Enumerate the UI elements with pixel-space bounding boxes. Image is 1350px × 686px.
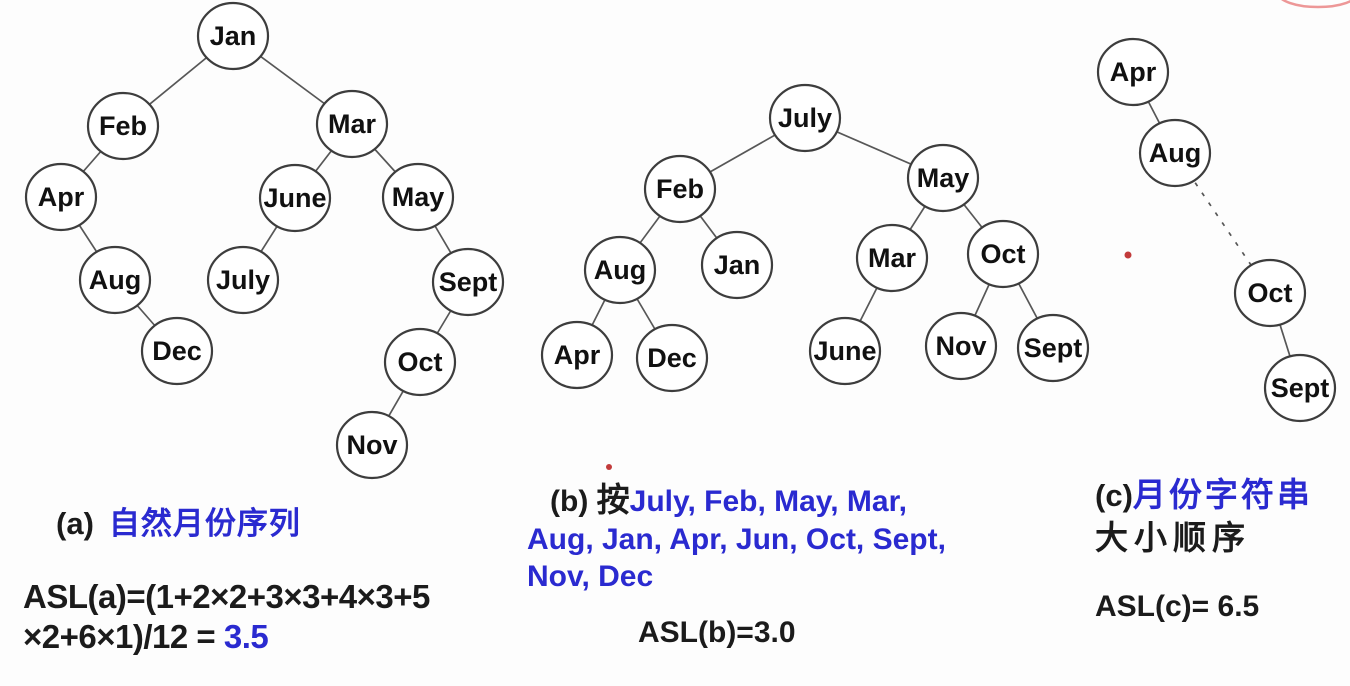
tree-a-node-july-label: July [216, 265, 270, 295]
red-dot-annotation-2 [1124, 251, 1132, 259]
formula-a-line2: ×2+6×1)/12 = [23, 618, 224, 655]
tree-a-node-apr-label: Apr [38, 182, 85, 212]
tree-a-node-oct [383, 327, 457, 397]
tree-c-node-sept-label: Sept [1271, 373, 1330, 403]
tree-b-node-jan [700, 230, 774, 300]
tree-a-node-oct-label: Oct [397, 347, 442, 377]
caption-a: (a) 自然月份序列 [56, 498, 301, 543]
tree-a-node-apr [24, 162, 98, 232]
tree-b-node-aug [583, 235, 657, 305]
caption-c: (c)月份字符串 大小顺序 [1095, 474, 1313, 559]
tree-a-node-nov [335, 410, 409, 480]
tree-b-node-aug-label: Aug [594, 255, 646, 285]
caption-a-title: 自然月份序列 [108, 506, 301, 541]
formula-a-result: 3.5 [223, 618, 269, 655]
tree-b-node-mar-label: Mar [868, 243, 917, 273]
tree-c-node-aug-label: Aug [1149, 138, 1201, 168]
tree-b-node-sept [1016, 313, 1090, 383]
tree-a-node-aug-label: Aug [89, 265, 141, 295]
tree-a-node-july [206, 245, 280, 315]
tree-c-node-oct [1233, 258, 1307, 328]
tree-a-node-mar-label: Mar [328, 109, 377, 139]
tree-c-edge-aug-oct [1174, 152, 1271, 294]
tree-b-node-apr [540, 320, 614, 390]
tree-a-node-may-label: May [392, 182, 445, 212]
tree-b-node-june [808, 316, 882, 386]
red-circle-annotation-clipped [1281, 0, 1350, 9]
tree-b-node-may [906, 143, 980, 213]
tree-b-node-may-label: May [917, 163, 970, 193]
formula-a-line1: ASL(a)=(1+2×2+3×3+4×3+5 [23, 578, 430, 615]
caption-c-subtitle: 大小顺序 [1095, 519, 1251, 556]
tree-b-node-mar [855, 223, 929, 293]
tree-a-node-feb [86, 91, 160, 161]
caption-b-seq3: Nov, Dec [527, 560, 654, 593]
tree-b-node-july [768, 83, 842, 153]
caption-b-line1: (b) 按July, Feb, May, Mar, [527, 481, 946, 521]
red-dot-annotation-1 [606, 464, 612, 470]
caption-b-seq1: July, Feb, May, Mar, [629, 485, 907, 518]
caption-c-line1: (c)月份字符串 [1095, 474, 1313, 517]
formula-asl-c: ASL(c)= 6.5 [1095, 590, 1260, 623]
tree-c-node-aug [1138, 118, 1212, 188]
formula-asl-a: ASL(a)=(1+2×2+3×3+4×3+5 ×2+6×1)/12 = 3.5 [23, 577, 430, 657]
caption-b: (b) 按July, Feb, May, Mar, Aug, Jan, Apr,… [527, 481, 946, 596]
tree-b-node-oct-label: Oct [980, 239, 1025, 269]
tree-b-node-july-label: July [778, 103, 832, 133]
tree-c-node-apr [1096, 37, 1170, 107]
tree-a-node-jan-label: Jan [210, 21, 257, 51]
tree-a-node-dec [140, 316, 214, 386]
tree-b-node-june-label: June [813, 336, 876, 366]
caption-c-label: (c) [1095, 478, 1133, 513]
tree-b-node-nov-label: Nov [935, 331, 986, 361]
tree-b-node-feb [643, 154, 717, 224]
tree-a-node-june [258, 163, 332, 233]
tree-b-node-nov [924, 311, 998, 381]
tree-b-node-jan-label: Jan [714, 250, 761, 280]
tree-b-node-dec-label: Dec [647, 343, 697, 373]
caption-b-label: (b) [550, 485, 589, 518]
tree-a-node-sept-label: Sept [439, 267, 498, 297]
tree-a-node-sept [431, 247, 505, 317]
tree-a-node-jan [196, 1, 270, 71]
tree-a-node-aug [78, 245, 152, 315]
caption-b-prefix: 按 [596, 481, 630, 518]
tree-b-node-apr-label: Apr [554, 340, 601, 370]
tree-b-node-sept-label: Sept [1024, 333, 1083, 363]
tree-b-node-feb-label: Feb [656, 174, 704, 204]
tree-a-node-dec-label: Dec [152, 336, 202, 366]
tree-b-node-dec [635, 323, 709, 393]
tree-c-node-oct-label: Oct [1247, 278, 1292, 308]
tree-a-node-may [381, 162, 455, 232]
caption-b-seq2: Aug, Jan, Apr, Jun, Oct, Sept, [527, 522, 946, 556]
formula-asl-b: ASL(b)=3.0 [638, 616, 796, 649]
caption-a-label: (a) [56, 506, 94, 541]
tree-c-node-sept [1263, 353, 1337, 423]
caption-c-title: 月份字符串 [1132, 476, 1313, 513]
tree-a-node-june-label: June [263, 183, 326, 213]
tree-a-node-feb-label: Feb [99, 111, 147, 141]
tree-c-node-apr-label: Apr [1110, 57, 1157, 87]
tree-a-node-nov-label: Nov [346, 430, 397, 460]
tree-b-node-oct [966, 219, 1040, 289]
tree-a-node-mar [315, 89, 389, 159]
